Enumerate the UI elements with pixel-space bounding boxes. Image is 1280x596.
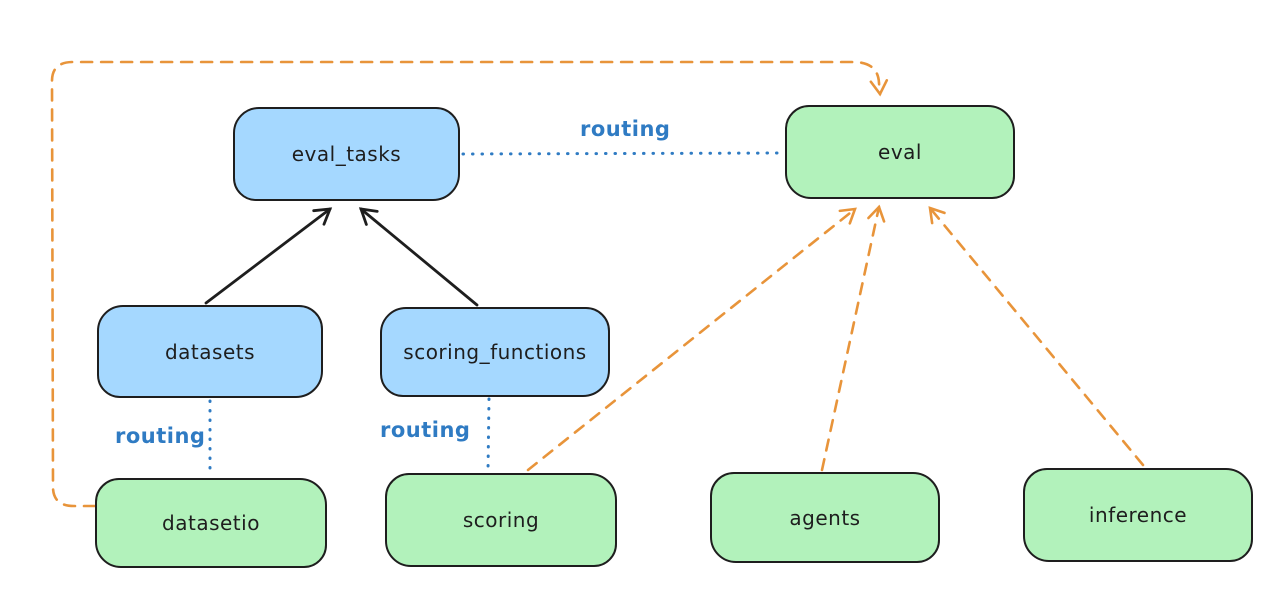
node-inference-label: inference: [1088, 503, 1188, 527]
edge-scoring-functions-to-scoring-routing: [486, 397, 491, 473]
node-eval-tasks-label: eval_tasks: [291, 142, 402, 166]
routing-label-eval-tasks-eval: routing: [580, 117, 671, 141]
node-scoring: scoring: [385, 473, 617, 567]
node-inference: inference: [1023, 468, 1253, 562]
edge-scoring-functions-to-eval-tasks: [358, 207, 479, 307]
node-agents-label: agents: [789, 505, 861, 530]
edge-datasets-to-eval-tasks: [204, 207, 333, 305]
edge-inference-to-eval: [928, 206, 1145, 467]
node-datasetio-label: datasetio: [162, 511, 260, 535]
node-agents: agents: [710, 472, 940, 563]
node-scoring-functions: scoring_functions: [380, 307, 610, 397]
node-datasets-label: datasets: [164, 339, 256, 364]
routing-label-scoring-functions-scoring: routing: [380, 418, 471, 442]
edge-eval-tasks-to-eval-routing: [461, 151, 785, 156]
node-scoring-label: scoring: [462, 508, 540, 532]
node-datasetio: datasetio: [95, 478, 327, 568]
edge-scoring-to-eval: [526, 207, 857, 472]
node-eval-label: eval: [878, 140, 922, 164]
edge-agents-to-eval: [820, 204, 886, 472]
routing-label-datasets-datasetio: routing: [115, 424, 206, 448]
node-eval: eval: [785, 105, 1015, 199]
node-datasets: datasets: [97, 305, 323, 398]
node-scoring-functions-label: scoring_functions: [403, 340, 587, 364]
node-eval-tasks: eval_tasks: [233, 107, 460, 201]
